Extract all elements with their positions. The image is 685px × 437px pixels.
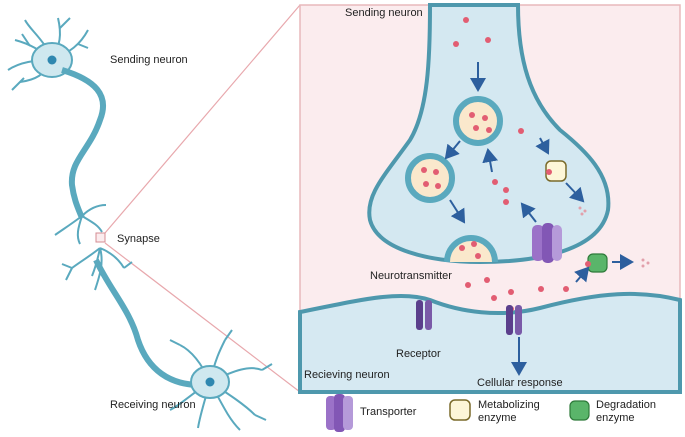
- label-sending-neuron: Sending neuron: [110, 54, 188, 66]
- transporter-icon: [326, 394, 353, 432]
- transporter: [532, 223, 562, 263]
- degradation-enzyme: [587, 253, 608, 273]
- legend-metabolizing-line2: enzyme: [478, 412, 517, 424]
- label-cellular-response: Cellular response: [477, 377, 563, 389]
- legend-metabolizing-line1: Metabolizing: [478, 399, 540, 411]
- degradation-enzyme-icon: [569, 400, 590, 421]
- label-sending-neuron-zoom: Sending neuron: [345, 7, 423, 19]
- metabolizing-enzyme-icon: [449, 399, 471, 421]
- postsynaptic-membrane: [298, 291, 682, 394]
- receiving-neuron-icon: [61, 247, 273, 431]
- legend-degradation: Degradation enzyme: [596, 399, 656, 425]
- neurotransmitters-presynaptic: [453, 17, 524, 205]
- vesicle-2: [405, 153, 455, 203]
- label-receiving-neuron: Receiving neuron: [110, 399, 196, 411]
- label-synapse: Synapse: [117, 233, 160, 245]
- sending-neuron-icon: [7, 17, 107, 245]
- legend-degradation-line2: enzyme: [596, 412, 635, 424]
- receptor-2: [506, 305, 522, 335]
- vesicle-fusing: [444, 235, 498, 263]
- legend-transporter: Transporter: [360, 406, 417, 418]
- neurotransmitters-cleft: [465, 277, 569, 312]
- pathway-arrows: [444, 62, 634, 376]
- metabolizing-enzyme: [545, 160, 567, 182]
- synapse-marker: [95, 232, 106, 243]
- label-neurotransmitter: Neurotransmitter: [370, 270, 452, 282]
- legend-metabolizing: Metabolizing enzyme: [478, 399, 540, 425]
- zoom-line-top: [104, 4, 301, 234]
- legend-degradation-line1: Degradation: [596, 399, 656, 411]
- receptor-1: [416, 300, 432, 330]
- label-receptor: Receptor: [396, 348, 441, 360]
- label-recieving-neuron: Recieving neuron: [304, 369, 390, 381]
- vesicle-1: [453, 96, 503, 146]
